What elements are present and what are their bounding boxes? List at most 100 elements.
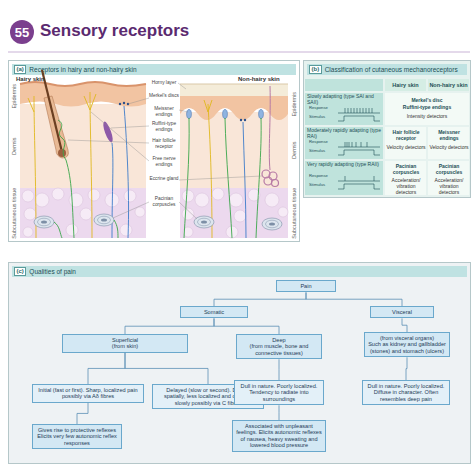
leader-lines — [111, 126, 149, 128]
trace-label: Stimulus — [309, 183, 337, 188]
hairy-skin-drawing — [69, 193, 83, 207]
non-hairy-skin-drawing — [180, 84, 288, 96]
hairy-skin-drawing — [23, 227, 33, 237]
table-cell: Meissner endings — [429, 130, 469, 142]
row-header: Moderately rapidly adapting (type RAI) — [307, 128, 383, 140]
non-hairy-skin-drawing — [180, 96, 288, 120]
adaptation-traces — [338, 176, 380, 181]
non-hairy-skin-drawing — [240, 119, 242, 121]
hairy-skin-drawing — [98, 216, 111, 224]
hairy-skin-drawing — [101, 121, 114, 144]
hairy-skin-drawing — [52, 188, 64, 200]
non-hairy-skin-drawing — [212, 188, 224, 200]
box-text: Pain — [280, 283, 332, 289]
part-label: Ruffini-type endings — [148, 121, 180, 132]
tree-connector — [279, 405, 280, 420]
leader-lines — [128, 98, 149, 104]
table-cells — [305, 127, 383, 159]
hairy-skin-drawing — [28, 92, 96, 238]
adaptation-traces — [338, 108, 380, 113]
hairy-skin-drawing — [66, 224, 78, 236]
box-text: (from muscle, bone and connective tissue… — [240, 343, 318, 356]
trace-label: Response — [309, 174, 337, 179]
table-header: Hairy skin — [385, 82, 426, 88]
hairy-skin-drawing — [124, 106, 129, 238]
adaptation-traces — [338, 108, 380, 189]
non-hairy-skin-drawing — [182, 208, 194, 220]
table-header: Non-hairy skin — [428, 82, 469, 88]
panel-header: (c)Qualities of pain — [12, 266, 467, 277]
category-box: Somatic — [180, 306, 248, 318]
non-hairy-skin-drawing — [269, 172, 277, 180]
adaptation-traces — [338, 116, 380, 121]
category-box: Superficial(from skin) — [62, 334, 188, 353]
hairy-skin-drawing — [22, 188, 145, 237]
table-cells — [305, 79, 469, 195]
box-text: (from skin) — [66, 343, 184, 349]
category-box: (from visceral organs)Such as kidney and… — [364, 332, 450, 357]
non-hairy-skin-drawing — [195, 193, 209, 207]
page-title: Sensory receptors — [40, 21, 189, 41]
chapter-number-text: 55 — [15, 25, 29, 40]
box-text: Somatic — [184, 309, 244, 315]
non-hairy-skin-drawing — [182, 190, 194, 202]
part-label: Free nerve endings — [148, 156, 180, 167]
hairy-skin-drawing — [35, 193, 49, 207]
layer-label: Dermis — [291, 130, 297, 170]
non-hairy-skin-drawing — [272, 180, 279, 187]
panel-header: (b)Classification of cutaneous mechanore… — [307, 64, 467, 75]
table-cell: Pacinian corpuscles — [386, 164, 426, 176]
leader-lines — [68, 140, 149, 143]
box-text: Initial (fast or first). Sharp, localize… — [36, 387, 140, 400]
title-rule — [8, 52, 470, 53]
table-cells — [385, 93, 469, 125]
row-header: Very rapidly adapting (type RAII) — [307, 162, 383, 168]
table-cell: Ruffini-type endings — [386, 105, 468, 111]
category-box: Pain — [276, 280, 336, 292]
non-hairy-skin-drawing — [198, 218, 211, 226]
table-cells — [385, 161, 426, 195]
non-hairy-skin-drawing — [265, 193, 279, 207]
non-hairy-skin-drawing — [278, 207, 288, 217]
non-hairy-skin-drawing — [223, 110, 228, 119]
box-text: Superficial — [66, 337, 184, 343]
box-text: (from visceral organs) — [368, 335, 446, 341]
table-cell: Pacinian corpuscles — [429, 164, 469, 176]
adaptation-traces — [338, 150, 380, 155]
chapter-number: 55 — [10, 20, 34, 44]
description-box: Dull in nature. Poorly localized. Tenden… — [234, 380, 324, 405]
adaptation-traces — [338, 184, 380, 189]
hairy-skin-drawing — [88, 189, 100, 201]
layer-label: Subcutaneous tissue — [11, 183, 17, 243]
hairy-skin-drawing — [24, 208, 36, 220]
panel-letter: (a) — [14, 65, 26, 74]
trace-label: Stimulus — [309, 149, 337, 154]
table-cells — [305, 93, 383, 125]
hairy-skin-drawing — [119, 103, 121, 105]
non-hairy-skin-drawing — [180, 84, 288, 238]
box-text: Such as kidney and gallbladder (stones) … — [368, 341, 446, 354]
category-box: Deep(from muscle, bone and connective ti… — [236, 334, 322, 359]
box-text: Associated with unpleasant feelings. Eli… — [236, 423, 322, 449]
hairy-skin-drawing — [120, 224, 132, 236]
table-cell: Merkel's disc — [386, 98, 468, 104]
non-hairy-skin-drawing — [180, 188, 288, 238]
table-cell: Acceleration/ vibration detectors — [386, 178, 426, 195]
table-cells — [385, 79, 426, 91]
non-hairy-skin-drawing — [262, 170, 279, 187]
non-hairy-skin-drawing — [187, 110, 192, 119]
panel-letter: (c) — [14, 267, 26, 276]
layer-label: Epidermis — [11, 76, 17, 116]
description-box: Initial (fast or first). Sharp, localize… — [32, 384, 144, 403]
box-text: Deep — [240, 337, 318, 343]
layer-label: Subcutaneous tissue — [291, 183, 297, 243]
layer-label: Dermis — [11, 126, 17, 166]
table-cell: Hair follicle receptor — [386, 130, 426, 142]
non-hairy-skin-drawing — [201, 220, 207, 223]
hairy-skin-drawing — [20, 70, 146, 238]
trace-label: Response — [309, 140, 337, 145]
part-label: Pacinian corpuscles — [148, 196, 180, 207]
table-cell: Intensity detectors — [386, 114, 468, 120]
